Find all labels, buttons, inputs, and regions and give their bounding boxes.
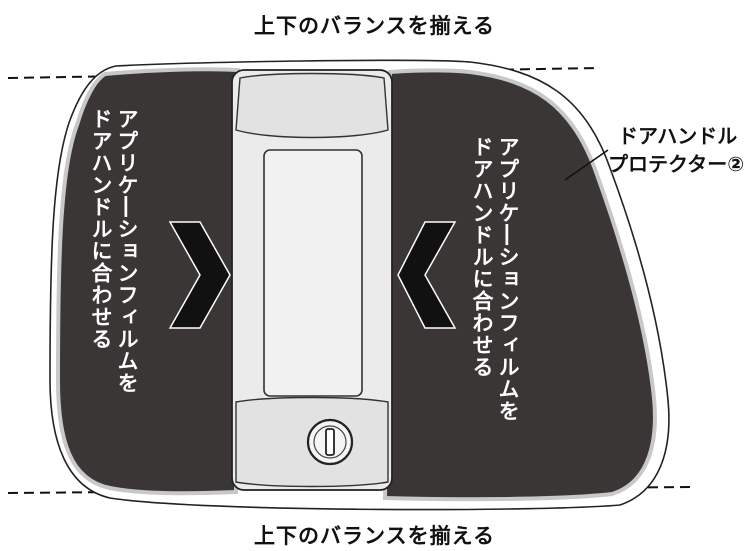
callout-label-line-2: プロテクター②	[608, 152, 745, 176]
handle-top-cap	[235, 72, 389, 139]
right-instruction-text: アプリケ―ションフィルムを ドアハンドルに合わせる	[469, 136, 521, 422]
left-instruction-text: アプリケ―ションフィルムを ドアハンドルに合わせる	[88, 108, 140, 394]
key-slot	[325, 428, 335, 456]
right-application-film	[382, 68, 657, 502]
left-application-film	[55, 67, 241, 496]
top-balance-caption: 上下のバランスを揃える	[254, 14, 495, 38]
bottom-balance-caption: 上下のバランスを揃える	[254, 524, 495, 548]
callout-leader-line	[564, 149, 609, 181]
callout-label-line-1: ドアハンドル	[618, 124, 738, 148]
right-instruction-line-2: ドアハンドルに合わせる	[470, 136, 494, 378]
handle-grip	[263, 149, 363, 397]
left-instruction-line-2: ドアハンドルに合わせる	[89, 108, 113, 350]
door-handle	[231, 69, 393, 491]
left-instruction-line-1: アプリケ―ションフィルムを	[115, 108, 139, 394]
right-instruction-line-1: アプリケ―ションフィルムを	[496, 136, 520, 422]
key-cylinder-inner	[313, 425, 347, 459]
left-arrow	[168, 221, 231, 329]
right-arrow	[397, 221, 457, 329]
